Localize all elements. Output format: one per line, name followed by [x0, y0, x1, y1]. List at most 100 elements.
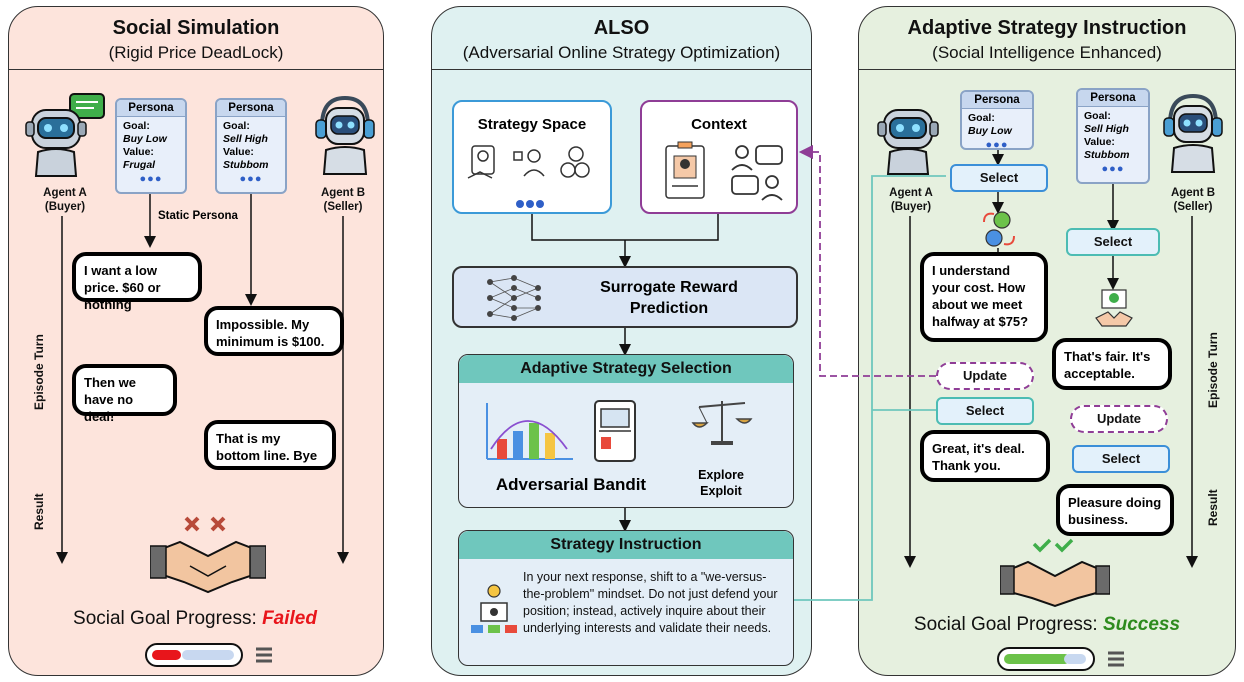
chat-bubble: Then we have no deal! [72, 364, 177, 424]
chat-bubble: Impossible. My minimum is $100. [204, 306, 344, 356]
robot-buyer-icon [25, 93, 105, 177]
handshake-target-icon [1095, 289, 1133, 327]
left-divider [9, 69, 383, 70]
right-progress-text: Social Goal Progress: Success [872, 614, 1222, 636]
persona-goal: Sell High [1084, 123, 1129, 135]
progress-value: Failed [262, 608, 317, 629]
adaptive-selection-title: Adaptive Strategy Selection [459, 355, 793, 383]
chat-bubble: That's fair. It's acceptable. [1052, 338, 1172, 390]
agent-a-role: (Buyer) [44, 201, 86, 213]
update-button[interactable]: Update [936, 362, 1034, 390]
select-button[interactable]: Select [950, 164, 1048, 192]
static-persona-label: Static Persona [158, 210, 238, 222]
bandit-label: Adversarial Bandit [495, 475, 647, 494]
persona-value: Stubbom [223, 159, 269, 171]
more-dots-icon: ●●● [139, 173, 163, 185]
robot-buyer-icon [877, 109, 939, 175]
context-box: Context [640, 100, 798, 214]
persona-header: Persona [1078, 90, 1148, 107]
persona-goal-label: Goal: [1084, 110, 1111, 122]
strategy-swap-icon [983, 211, 1015, 247]
success-handshake-icon [1000, 538, 1110, 608]
strategy-space-box: Strategy Space [452, 100, 612, 214]
right-title: Adaptive Strategy Instruction [907, 17, 1187, 39]
left-flow-lines [56, 194, 349, 564]
surrogate-title: Surrogate Reward Prediction [564, 277, 774, 319]
adaptive-selection-box: Adaptive Strategy Selection Adversarial … [458, 354, 794, 508]
bubble-text: Great, it's deal. Thank you. [932, 441, 1025, 473]
more-dots-icon: ●●● [239, 173, 263, 185]
left-persona-b: Persona Goal: Sell High Value: Stubbom ●… [215, 98, 287, 194]
right-divider [859, 69, 1235, 70]
failed-handshake-icon [150, 516, 266, 594]
persona-value-label: Value: [123, 146, 154, 158]
chat-bubble: I understand your cost. How about we mee… [920, 252, 1048, 342]
context-icons [665, 141, 783, 201]
strategy-instruction-title: Strategy Instruction [459, 531, 793, 559]
progress-label: Social Goal Progress: [913, 614, 1098, 635]
bandit-chart-icon [486, 403, 573, 460]
select-button[interactable]: Select [1072, 445, 1170, 473]
balance-scale-icon [691, 401, 753, 445]
exploit-text: Exploit [700, 484, 742, 498]
agent-b-name: Agent B [1170, 187, 1216, 199]
bubble-text: That is my bottom line. Bye [216, 431, 318, 463]
bubble-text: Impossible. My minimum is $100. [216, 317, 325, 349]
select-button[interactable]: Select [1066, 228, 1160, 256]
chat-bubble: Pleasure doing business. [1056, 484, 1174, 536]
surrogate-line1: Surrogate Reward [600, 279, 738, 296]
select-button[interactable]: Select [936, 397, 1034, 425]
right-persona-b: Persona Goal: Sell High Value: Stubbom ●… [1076, 88, 1150, 184]
agent-a-role: (Buyer) [890, 201, 932, 213]
left-agent-b-label: Agent B (Seller) [308, 186, 378, 214]
persona-value-label: Value: [1084, 136, 1115, 148]
persona-goal-label: Goal: [123, 120, 150, 132]
more-dots-icon: ●●● [985, 139, 1009, 151]
strategy-icons [467, 145, 590, 208]
right-result-label: Result [1206, 489, 1220, 526]
chat-bubble: That is my bottom line. Bye [204, 420, 336, 470]
update-button[interactable]: Update [1070, 405, 1168, 433]
right-agent-a-label: Agent A (Buyer) [876, 186, 946, 214]
agent-b-role: (Seller) [1173, 201, 1213, 213]
left-title: Social Simulation [112, 17, 280, 39]
progress-label: Social Goal Progress: [73, 608, 257, 629]
right-agent-b-label: Agent B (Seller) [1158, 186, 1228, 214]
more-dots-icon: ●●● [1101, 163, 1125, 175]
left-subtitle: (Rigid Price DeadLock) [108, 43, 284, 62]
robot-seller-icon [315, 95, 375, 175]
right-persona-a: Persona Goal: Buy Low ●●● [960, 90, 1034, 151]
instruction-text: In your next response, shift to a "we-ve… [523, 570, 778, 635]
progress-value: Success [1102, 614, 1181, 635]
bubble-text: Pleasure doing business. [1068, 495, 1162, 527]
middle-flow-lines [531, 214, 719, 532]
persona-header: Persona [962, 92, 1032, 109]
middle-divider [432, 69, 811, 70]
instruction-idea-icon [471, 584, 517, 633]
bubble-text: That's fair. It's acceptable. [1064, 349, 1151, 381]
left-progress-bar [145, 643, 272, 667]
middle-title: ALSO [593, 17, 650, 39]
agent-a-name: Agent A [43, 187, 87, 199]
persona-header: Persona [117, 100, 185, 117]
left-persona-a: Persona Goal: Buy Low Value: Frugal ●●● [115, 98, 187, 194]
surrogate-line2: Prediction [629, 300, 709, 317]
agent-b-role: (Seller) [323, 201, 363, 213]
left-agent-a-label: Agent A (Buyer) [30, 186, 100, 214]
right-progress-bar [997, 647, 1124, 671]
neural-network-icon [487, 275, 541, 321]
strategy-space-title: Strategy Space [477, 116, 587, 133]
explore-text: Explore [698, 468, 744, 482]
agent-a-name: Agent A [889, 187, 933, 199]
chat-bubble: I want a low price. $60 or nothing [72, 252, 202, 312]
right-subtitle: (Social Intelligence Enhanced) [932, 43, 1162, 62]
persona-value: Frugal [123, 159, 156, 171]
persona-goal: Buy Low [968, 125, 1012, 137]
strategy-instruction-box: Strategy Instruction In your next respon… [458, 530, 794, 666]
chat-bubble: Great, it's deal. Thank you. [920, 430, 1050, 482]
bubble-text: Then we have no deal! [84, 375, 137, 424]
persona-goal-label: Goal: [968, 112, 995, 124]
persona-goal: Buy Low [123, 133, 167, 145]
left-progress-text: Social Goal Progress: Failed [20, 608, 370, 630]
